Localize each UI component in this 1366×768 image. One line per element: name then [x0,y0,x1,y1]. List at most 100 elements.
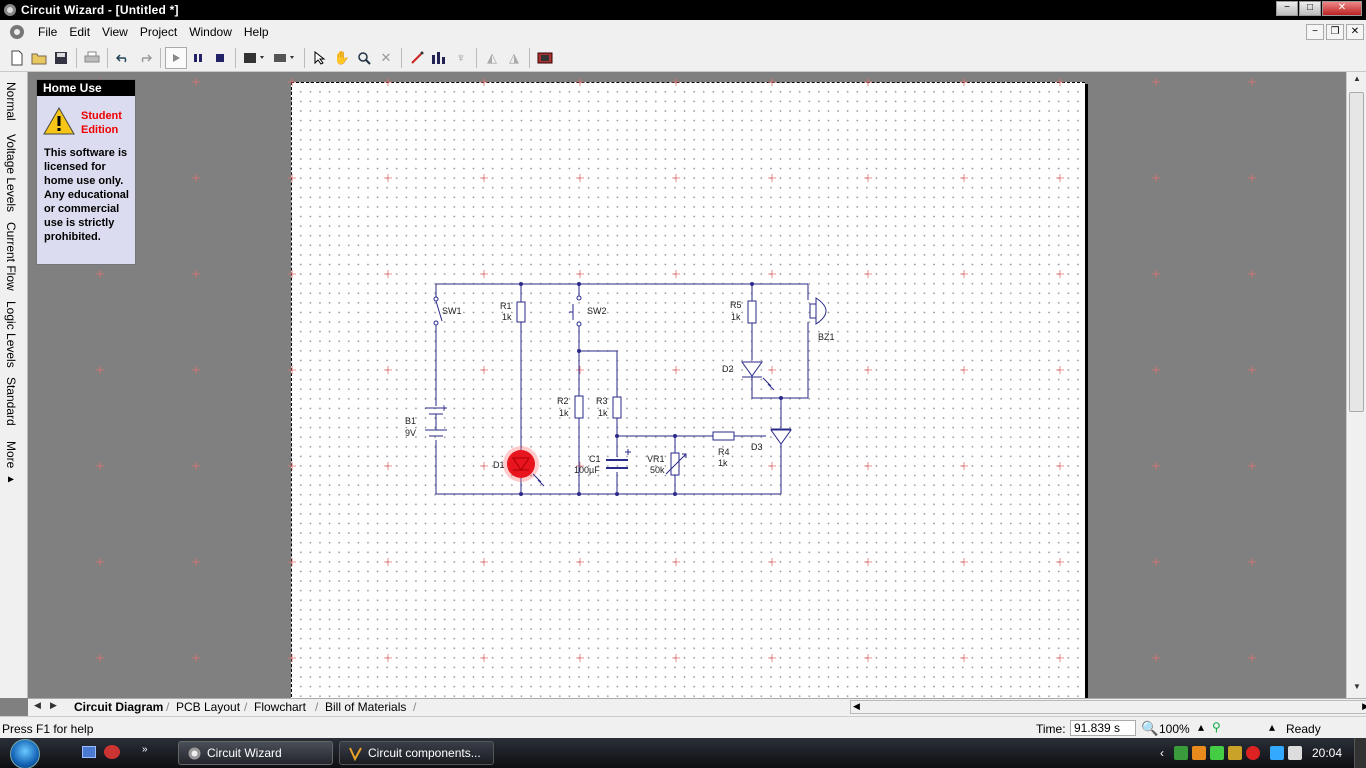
grid-crosshair [864,78,872,86]
label-d2: D2 [722,364,734,374]
grid-crosshair [672,270,680,278]
graph-icon[interactable] [428,47,450,69]
cross-icon[interactable]: ✕ [380,49,392,65]
task-circuit-components[interactable]: Circuit components... [339,741,494,765]
doc-close-button[interactable]: ✕ [1346,24,1364,40]
tray-volume-icon[interactable] [1287,746,1302,760]
tray-sync-icon[interactable] [1209,746,1224,760]
probe-icon[interactable] [406,47,428,69]
hand-icon[interactable]: ✋ [333,49,351,65]
tab-logic-levels[interactable]: Logic Levels [4,301,18,368]
scroll-thumb[interactable] [1349,92,1364,412]
time-field[interactable]: 91.839 s [1070,720,1136,736]
tray-monitor-icon[interactable] [1269,746,1284,760]
tab-standard[interactable]: Standard [4,377,18,426]
doc-minimize-button[interactable]: − [1306,24,1324,40]
vertical-scrollbar[interactable]: ▲ ▼ [1346,72,1366,698]
probe-spin-icon[interactable]: ▴ [1269,720,1276,734]
task-circuit-wizard[interactable]: Circuit Wizard [178,741,333,765]
grid-crosshair [864,462,872,470]
close-button[interactable]: ✕ [1322,1,1362,16]
grid-crosshair [480,270,488,278]
label-d3: D3 [751,442,763,452]
maximize-button[interactable]: □ [1299,1,1321,16]
start-button-icon[interactable] [10,739,40,768]
grid-crosshair [864,270,872,278]
grid-crosshair [960,270,968,278]
tab-more[interactable]: More ▸ [4,441,18,486]
doc-restore-button[interactable]: ❐ [1326,24,1344,40]
menu-edit[interactable]: Edit [69,25,91,39]
wires [435,283,809,495]
horizontal-scrollbar[interactable]: ◀ ▶ [850,700,1366,714]
circuit-diagram: SW1 R1 1k SW2 R5 1k BZ1 D2 B1 9V R2 1k R… [405,282,835,496]
scroll-down-icon[interactable]: ▼ [1353,682,1361,691]
grid-crosshair [672,654,680,662]
tab-flowchart[interactable]: Flowchart [254,700,307,714]
scroll-right-icon[interactable]: ▶ [1362,701,1366,711]
label-r2-value: 1k [559,408,569,418]
pause-icon[interactable] [187,47,209,69]
tab-prev-icon[interactable]: ◀ [34,700,41,710]
home-use-panel: Home Use Student Edition This software i… [36,79,136,265]
tray-shield-icon[interactable] [1227,746,1242,760]
show-desktop-icon[interactable] [82,746,96,758]
tray-app-icon[interactable] [1191,746,1206,760]
grid-crosshair [1152,78,1160,86]
stop-icon[interactable] [209,47,231,69]
zoom-spin-icon[interactable]: ▴ [1198,720,1205,734]
label-r4-value: 1k [718,458,728,468]
redo-icon[interactable] [134,47,156,69]
menu-project[interactable]: Project [139,25,178,39]
show-desktop-button[interactable] [1354,738,1366,768]
menu-view[interactable]: View [102,25,128,39]
buzzer-bz1 [809,297,827,325]
tab-bill-of-materials[interactable]: Bill of Materials [325,700,407,714]
flip-vertical-icon[interactable]: ◮ [509,49,519,65]
grid-crosshair [672,558,680,566]
tab-circuit-diagram[interactable]: Circuit Diagram [74,700,164,714]
quicklaunch-overflow-icon[interactable]: » [142,744,148,755]
menu-help[interactable]: Help [243,25,269,39]
save-icon[interactable] [50,47,72,69]
gallery-icon[interactable] [534,47,556,69]
print-icon[interactable] [81,47,103,69]
minimize-button[interactable]: − [1276,1,1298,16]
flip-horizontal-icon[interactable]: ◭ [487,49,497,65]
probe-status-icon[interactable]: ⚲ [1212,720,1221,734]
tab-voltage-levels[interactable]: Voltage Levels [4,134,18,213]
play-icon[interactable] [165,46,187,69]
tab-next-icon[interactable]: ▶ [50,700,57,710]
component-dropdown-icon[interactable] [270,47,300,69]
circuit-sheet[interactable] [291,82,1085,698]
new-icon[interactable] [6,47,28,69]
select-icon[interactable] [309,47,331,69]
magnifier-icon[interactable] [353,47,375,69]
grid-crosshair [960,654,968,662]
grid-crosshair [384,174,392,182]
undo-icon[interactable] [112,47,134,69]
zoom-icon[interactable]: 🔍 [1141,720,1159,736]
tab-current-flow[interactable]: Current Flow [4,222,18,291]
quicklaunch-app-icon[interactable] [104,745,120,759]
menu-file[interactable]: File [38,25,58,39]
tab-pcb-layout[interactable]: PCB Layout [176,700,241,714]
tray-flash-icon[interactable] [1245,746,1260,760]
grid-crosshair [768,654,776,662]
tray-expand-icon[interactable]: ‹ [1159,746,1164,760]
menu-window[interactable]: Window [189,25,232,39]
home-use-header: Home Use [37,80,135,96]
tray-network-icon[interactable] [1173,746,1188,760]
document-icon[interactable] [8,23,28,41]
components-icon[interactable]: ♆ [456,50,466,65]
grid-crosshair [576,366,584,374]
scroll-up-icon[interactable]: ▲ [1353,74,1361,83]
clock[interactable]: 20:04 [1311,746,1342,760]
scroll-left-icon[interactable]: ◀ [853,701,860,711]
zoom-value[interactable]: 100% [1159,722,1190,736]
chip-dropdown-icon[interactable] [240,47,270,69]
tab-normal[interactable]: Normal [4,82,18,121]
edition-line-2: Edition [81,124,119,136]
open-icon[interactable] [28,47,50,69]
task-label-circuit-wizard: Circuit Wizard [207,746,282,760]
